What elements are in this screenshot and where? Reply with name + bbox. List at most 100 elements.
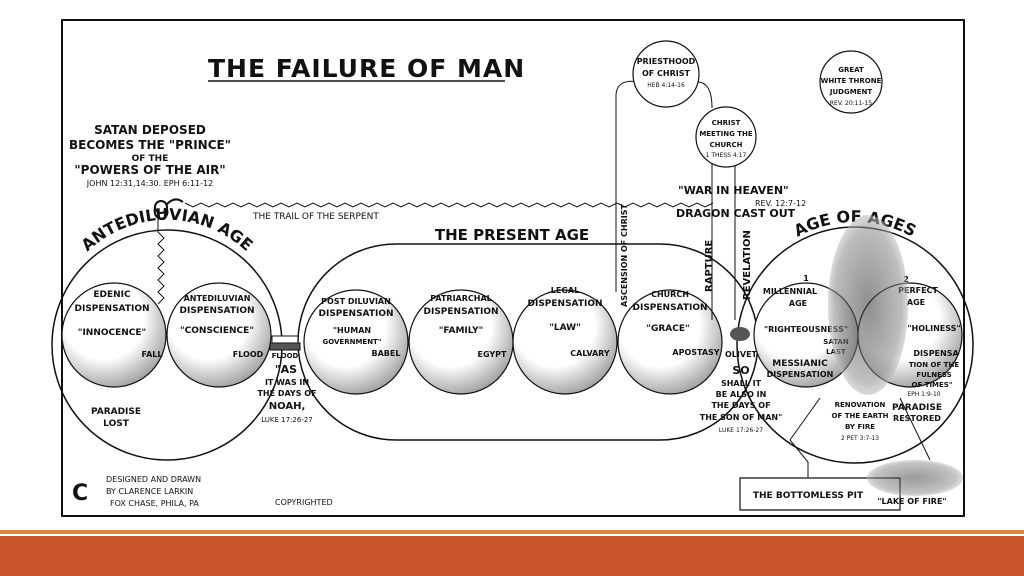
diagram-title: THE FAILURE OF MAN xyxy=(208,54,525,83)
christ-meeting-circle: CHRIST MEETING THE CHURCH 1 THESS 4:17 xyxy=(695,106,757,168)
christ-meeting-line-1: CHRIST xyxy=(712,119,741,127)
present-age-label: THE PRESENT AGE xyxy=(435,226,589,244)
olivet-so: SO xyxy=(732,364,749,377)
renovation-link-right xyxy=(899,397,931,461)
edenic-dispensation-word: DISPENSATION xyxy=(75,304,150,314)
patriarchal-dispensation: PATRIARCHAL DISPENSATION "FAMILY" EGYPT xyxy=(408,289,514,395)
ascension-label: ASCENSION OF CHRIST xyxy=(620,203,629,307)
renovation-line-1: RENOVATION xyxy=(835,401,886,409)
antediluvian-dispensation: ANTEDILUVIAN DISPENSATION "CONSCIENCE" F… xyxy=(166,282,272,388)
christ-meeting-ref: 1 THESS 4:17 xyxy=(706,152,747,159)
millennial-principle: "RIGHTEOUSNESS" xyxy=(764,325,848,334)
renovation-note: RENOVATION OF THE EARTH BY FIRE 2 PET 3:… xyxy=(832,401,889,442)
credit-line-3: FOX CHASE, PHILA, PA xyxy=(110,499,199,508)
lake-of-fire-label: "LAKE OF FIRE" xyxy=(877,497,946,506)
diagram-frame xyxy=(61,19,965,517)
legal-title: LEGAL xyxy=(551,286,579,295)
footer-bar xyxy=(0,536,1024,576)
great-white-line-2: WHITE THRONE xyxy=(821,77,882,85)
perfect-dispensation-2: TION OF THE xyxy=(909,361,959,369)
priesthood-line-2: OF CHRIST xyxy=(642,69,691,78)
flood-noah: NOAH, xyxy=(269,401,306,412)
bottomless-pit: THE BOTTOMLESS PIT xyxy=(739,439,901,511)
church-principle: "GRACE" xyxy=(646,324,689,334)
paradise-lost-1: PARADISE xyxy=(91,407,141,417)
rapture-label: RAPTURE xyxy=(704,240,715,292)
church-title: CHURCH xyxy=(651,290,689,299)
war-in-heaven-label: "WAR IN HEAVEN" xyxy=(678,184,789,197)
christ-meeting-line-3: CHURCH xyxy=(709,141,742,149)
renovation-line-2: OF THE EARTH xyxy=(832,412,889,420)
footer-accent-line xyxy=(0,530,1024,534)
millennial-messianic: MESSIANIC xyxy=(772,359,828,369)
patriarchal-dispensation-word: DISPENSATION xyxy=(424,307,499,317)
satan-line-3: OF THE xyxy=(132,154,169,164)
renovation-line-3: BY FIRE xyxy=(845,423,875,431)
patriarchal-end: EGYPT xyxy=(478,350,508,359)
perfect-ref: EPH 1:9-10 xyxy=(907,391,940,398)
postdiluvian-end: BABEL xyxy=(372,349,401,358)
church-end: APOSTASY xyxy=(672,348,719,357)
paradise-restored-1: PARADISE xyxy=(892,403,942,413)
church-dispensation-word: DISPENSATION xyxy=(633,303,708,313)
trail-label: THE TRAIL OF THE SERPENT xyxy=(252,212,379,222)
satan-line-2: BECOMES THE "PRINCE" xyxy=(69,138,231,152)
legal-dispensation: LEGAL DISPENSATION "LAW" CALVARY xyxy=(512,286,618,395)
credit-line-1: DESIGNED AND DRAWN xyxy=(106,475,201,484)
edenic-title: EDENIC xyxy=(93,290,131,300)
antediluvian-title: ANTEDILUVIAN xyxy=(184,294,251,303)
antediluvian-dispensation-word: DISPENSATION xyxy=(180,306,255,316)
perfect-dispensation-4: OF TIMES" xyxy=(912,381,953,389)
great-white-ref: REV. 20:11-15 xyxy=(830,100,872,107)
postdiluvian-principle-2: GOVERNMENT" xyxy=(323,338,382,346)
legal-end: CALVARY xyxy=(570,349,610,358)
great-white-line-1: GREAT xyxy=(838,66,864,74)
antediluvian-end: FLOOD xyxy=(233,350,264,359)
edenic-principle: "INNOCENCE" xyxy=(78,328,146,338)
dragon-cast-out-label: DRAGON CAST OUT xyxy=(676,207,796,220)
postdiluvian-dispensation-word: DISPENSATION xyxy=(319,309,394,319)
olivet-line-3: BE ALSO IN xyxy=(716,390,767,399)
olivet-note: OLIVET SO SHALL IT BE ALSO IN THE DAYS O… xyxy=(700,327,783,434)
satan-deposed-note: SATAN DEPOSED BECOMES THE "PRINCE" OF TH… xyxy=(69,123,231,188)
bottomless-pit-label: THE BOTTOMLESS PIT xyxy=(753,491,864,501)
great-white-throne-circle: GREAT WHITE THRONE JUDGMENT REV. 20:11-1… xyxy=(819,50,883,114)
legal-dispensation-word: DISPENSATION xyxy=(528,299,603,309)
edenic-end: FALL xyxy=(142,350,163,359)
perfect-age-word: AGE xyxy=(907,298,925,307)
renovation-ref: 2 PET 3:7-13 xyxy=(841,435,879,442)
paradise-lost-2: LOST xyxy=(103,419,130,429)
flood-ref: LUKE 17:26-27 xyxy=(261,416,313,424)
legal-principle: "LAW" xyxy=(549,323,581,333)
fire-flames-illustration xyxy=(828,215,908,395)
cl-monogram: C xyxy=(72,481,88,506)
flood-line-2: IT WAS IN xyxy=(265,378,309,387)
serpent-trail-line xyxy=(184,202,714,208)
olivet-line-5: THE SON OF MAN" xyxy=(700,413,783,422)
millennial-number: 1 xyxy=(803,274,809,283)
lake-of-fire: "LAKE OF FIRE" xyxy=(867,460,963,506)
olivet-ref: LUKE 17:26-27 xyxy=(719,427,763,434)
christ-meeting-line-2: MEETING THE xyxy=(699,130,753,138)
perfect-title: PERFECT xyxy=(898,286,938,295)
designer-credit: C DESIGNED AND DRAWN BY CLARENCE LARKIN … xyxy=(72,475,201,508)
postdiluvian-dispensation: POST DILUVIAN DISPENSATION "HUMAN GOVERN… xyxy=(303,289,409,395)
perfect-dispensation-3: FULNESS xyxy=(916,371,951,379)
olivet-line-4: THE DAYS OF xyxy=(711,401,770,410)
copyright-label: COPYRIGHTED xyxy=(275,498,333,507)
satan-line-4: "POWERS OF THE AIR" xyxy=(74,163,225,177)
olivet-label: OLIVET xyxy=(725,350,758,359)
olivet-line-2: SHALL IT xyxy=(721,379,762,388)
millennial-dispensation-word: DISPENSATION xyxy=(767,370,834,379)
patriarchal-title: PATRIARCHAL xyxy=(430,294,492,303)
serpent-icon xyxy=(153,198,184,305)
paradise-restored-2: RESTORED xyxy=(893,414,941,423)
great-white-line-3: JUDGMENT xyxy=(829,88,872,96)
flood-line-3: THE DAYS OF xyxy=(257,389,316,398)
priesthood-circle: PRIESTHOOD OF CHRIST HEB 4:14-16 xyxy=(632,40,700,108)
priesthood-line-1: PRIESTHOOD xyxy=(637,57,696,66)
edenic-dispensation: EDENIC DISPENSATION "INNOCENCE" FALL xyxy=(61,282,167,388)
renovation-link-left xyxy=(789,397,821,441)
revelation-label: REVELATION xyxy=(742,230,753,300)
